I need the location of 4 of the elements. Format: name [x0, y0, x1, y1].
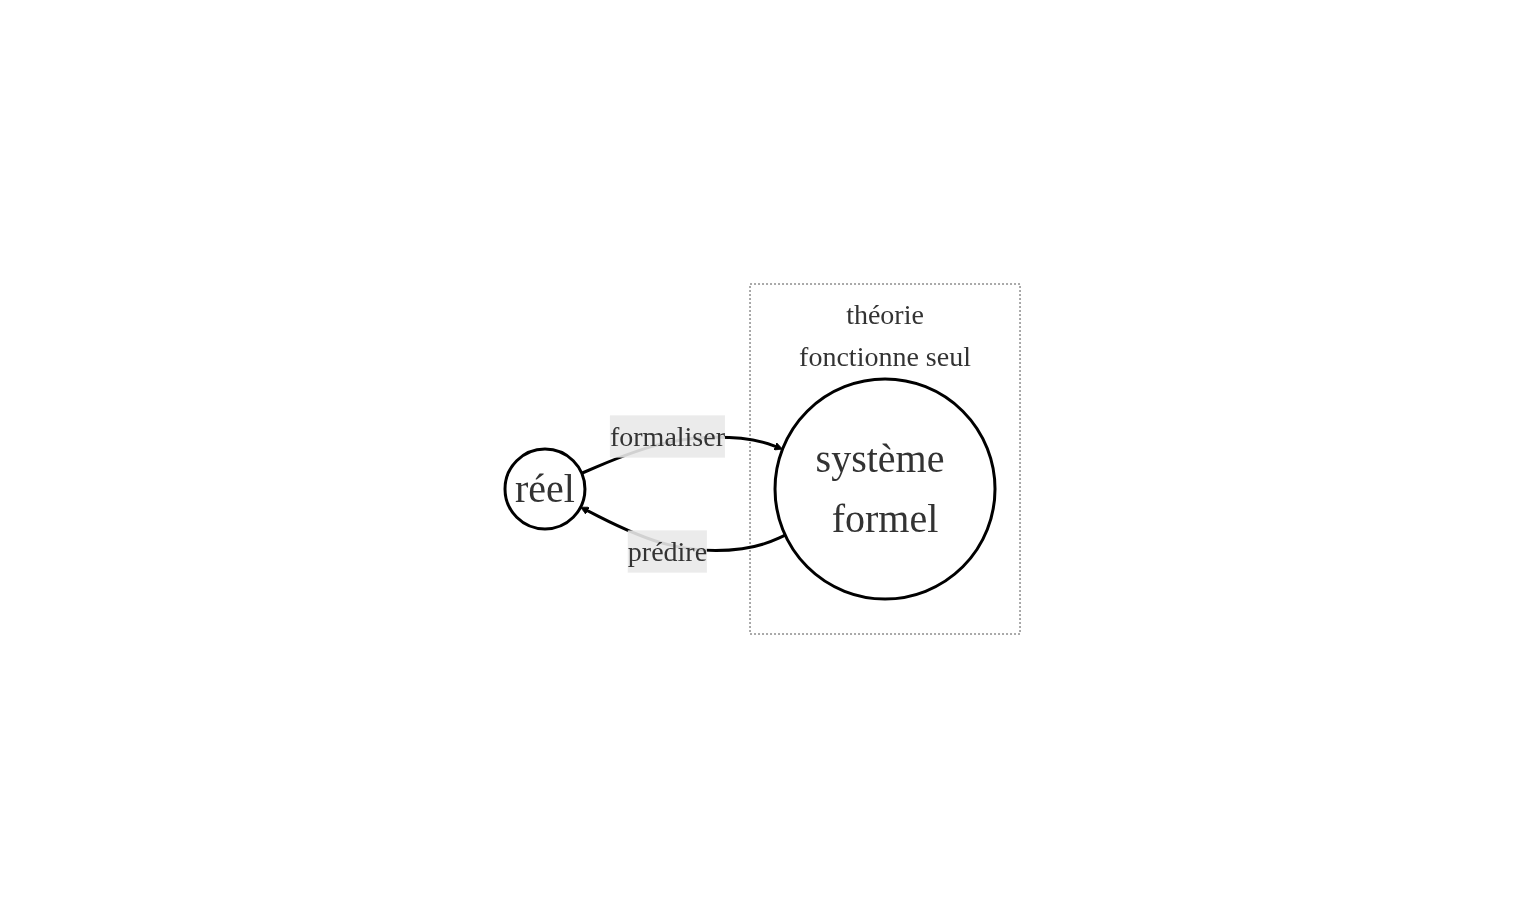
edge-label: formaliser — [610, 420, 726, 451]
edge-label: prédire — [628, 535, 708, 566]
node-circle: système formel — [774, 377, 997, 600]
node-circle: réel — [504, 447, 587, 530]
